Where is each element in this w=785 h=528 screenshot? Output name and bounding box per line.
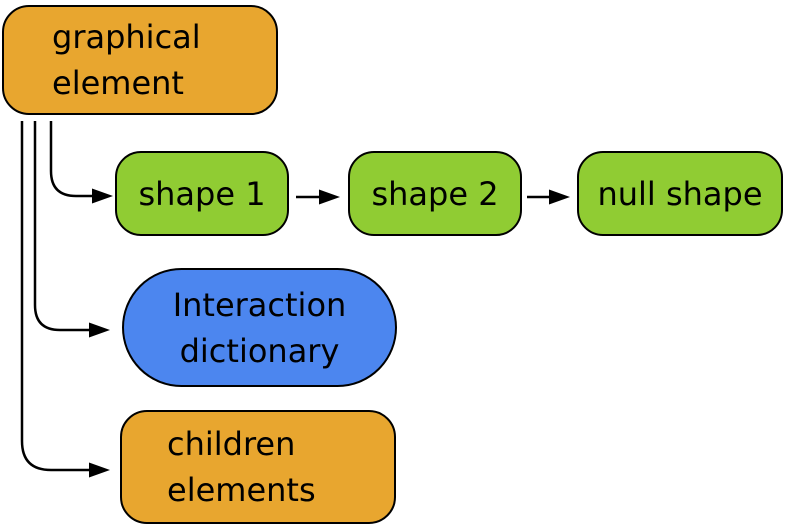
arrowhead-graphical-to-interaction <box>89 322 110 338</box>
node-shape-1: shape 1 <box>115 151 289 236</box>
arrowhead-shape2-to-nullshape <box>549 189 570 205</box>
node-label-line: graphical <box>52 18 201 56</box>
node-label-line: elements <box>167 471 316 509</box>
arrowhead-graphical-to-shape1 <box>92 188 113 204</box>
node-label-line: element <box>52 64 184 102</box>
arrowhead-shape1-to-shape2 <box>319 189 340 205</box>
node-null-shape: null shape <box>577 151 783 236</box>
node-graphical-element: graphical element <box>2 5 278 115</box>
node-label: shape 1 <box>138 174 266 213</box>
edge-graphical-to-children <box>20 121 89 472</box>
edge-graphical-to-interaction <box>33 121 89 332</box>
node-label-line: children <box>167 425 296 463</box>
node-label: shape 2 <box>371 174 499 213</box>
edge-graphical-to-shape1 <box>49 121 92 198</box>
node-label-line: Interaction <box>172 285 347 324</box>
node-children-elements: children elements <box>120 410 396 524</box>
node-interaction-dictionary: Interaction dictionary <box>122 268 397 387</box>
arrowhead-graphical-to-children <box>89 462 110 478</box>
node-label: null shape <box>597 174 763 213</box>
node-shape-2: shape 2 <box>348 151 522 236</box>
node-label-line: dictionary <box>179 331 340 370</box>
